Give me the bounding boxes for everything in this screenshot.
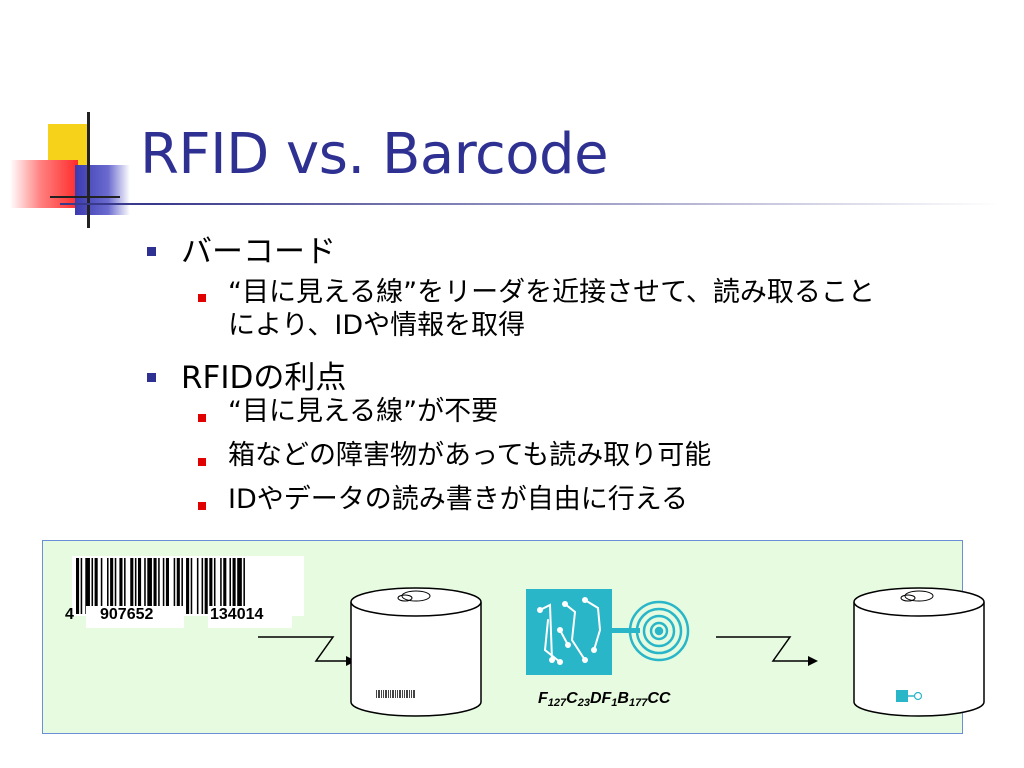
read-arrow-icon bbox=[258, 636, 346, 662]
write-arrow-icon bbox=[716, 636, 808, 662]
bullet-marker bbox=[147, 247, 156, 256]
sub-bullet-marker bbox=[198, 502, 206, 510]
sub-bullet-marker bbox=[198, 294, 206, 302]
arrow-head bbox=[808, 656, 818, 666]
barcode-left-digits: 907652 bbox=[100, 606, 154, 623]
sub-bullet-marker bbox=[198, 458, 206, 466]
slide-title: RFID vs. Barcode bbox=[140, 122, 609, 187]
radio-wave-icon bbox=[628, 600, 690, 662]
can-with-barcode-icon bbox=[350, 587, 482, 717]
barcode-label-icon bbox=[62, 554, 307, 634]
sub-bullet-barcode-line1: “目に見える線”をリーダを近接させて、読み取ること bbox=[228, 277, 875, 308]
sub-bullet-marker bbox=[198, 414, 206, 422]
barcode-bars bbox=[76, 558, 245, 614]
sub-bullet-read-write: IDやデータの読み書きが自由に行える bbox=[228, 484, 688, 515]
bullet-barcode: バーコード bbox=[181, 234, 336, 270]
title-ornament bbox=[0, 0, 140, 230]
rfid-chip-icon bbox=[526, 589, 640, 675]
bullet-rfid-advantages: RFIDの利点 bbox=[181, 360, 347, 396]
sub-bullet-through-obstacles: 箱などの障害物があっても読み取り可能 bbox=[228, 440, 712, 471]
barcode-first-digit: 4 bbox=[65, 606, 74, 623]
encoded-id-text: F127C23DF1B177CC bbox=[538, 690, 671, 709]
sub-bullet-no-line-of-sight: “目に見える線”が不要 bbox=[228, 396, 499, 427]
sub-bullet-barcode-line2: により、IDや情報を取得 bbox=[228, 310, 526, 341]
barcode-right-digits: 134014 bbox=[210, 606, 264, 623]
title-underline bbox=[60, 203, 1000, 205]
bullet-marker bbox=[147, 373, 156, 382]
can-with-rfid-tag-icon bbox=[853, 587, 985, 717]
